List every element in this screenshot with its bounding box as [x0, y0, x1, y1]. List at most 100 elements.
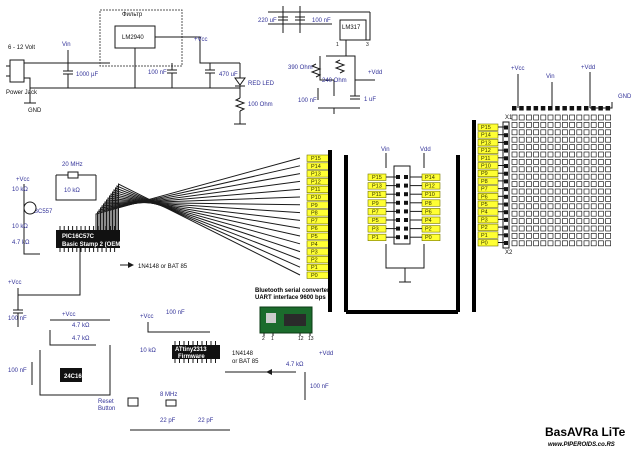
mcu-chip-line1: PIC16C57C [62, 234, 95, 240]
bus-pin-label: P6 [311, 226, 318, 232]
power-jack [9, 59, 25, 83]
matrix-pin-label: P11 [481, 156, 490, 162]
matrix-pin-label: P0 [481, 241, 488, 247]
bus-pin-label: P0 [311, 273, 318, 279]
avr-c-top-label: 100 nF [166, 310, 185, 316]
r3-label: 4.7 kΩ [12, 240, 30, 246]
conn-right-pin-label: P6 [425, 209, 432, 215]
matrix-pin-label: P15 [481, 125, 491, 131]
eeprom-vcc-label: +Vcc [62, 312, 76, 318]
input-voltage-label: 6 - 12 Volt [8, 45, 35, 51]
r-adj1-label: 390 Ohm [288, 65, 313, 71]
bus-pin-label: P11 [311, 187, 320, 193]
filter-frame [99, 9, 183, 67]
bt-main-chip [284, 314, 306, 326]
matrix-pin-label: P1 [481, 233, 488, 239]
avr-vcc-label: +Vcc [140, 314, 154, 320]
crystal-20mhz [67, 171, 79, 179]
avr-cx1-label: 22 pF [160, 418, 176, 424]
conn-vin-label: Vin [381, 147, 390, 153]
conn-right-pin-label: P12 [425, 184, 435, 190]
matrix-vin-label: Vin [546, 74, 555, 80]
c3-label: 470 uF [219, 72, 238, 78]
c2-label: 100 nF [148, 70, 167, 76]
eeprom-24c16-chip [60, 368, 82, 382]
vcc-out-label: +Vcc [194, 37, 208, 43]
bt-pin-label: 12 [298, 336, 304, 342]
eeprom-chip-label: 24C16 [64, 374, 82, 380]
bus-pin-label: P9 [311, 203, 318, 209]
conn-right-pin-label: P2 [425, 227, 432, 233]
bus-pin-label: P4 [311, 242, 318, 248]
lm317-label: LM317 [342, 25, 361, 31]
eeprom-section: +Vcc 4.7 kΩ 4.7 kΩ 24C16 100 nF [8, 312, 111, 396]
bt-antenna-chip [266, 313, 276, 323]
crystal-20mhz-label: 20 MHz [62, 162, 83, 168]
led-resistor [234, 97, 246, 112]
diode1-label: 1N4148 or BAT 85 [138, 264, 188, 270]
center-connector: Vin Vdd P15P13P11P9P7P5P3P1P14P12P10P8P6… [367, 147, 441, 283]
bus-pin-label: P5 [311, 234, 318, 240]
avr-chip-line1: ATtiny2313 [175, 347, 207, 353]
diode2-label-1: 1N4148 [232, 351, 254, 357]
matrix-pin-label: P12 [481, 148, 491, 154]
bt-pin-label: 13 [308, 336, 314, 342]
pic16c57c-chip [56, 230, 120, 248]
avr-crystal-label: 8 MHz [160, 392, 177, 398]
conn-left-pin-label: P7 [372, 209, 379, 215]
matrix-pin-label: P7 [481, 187, 488, 193]
avr-r-label: 10 kΩ [140, 348, 156, 354]
c6-label: 100 nF [298, 98, 317, 104]
diode2-label-2: or BAT 85 [232, 359, 259, 365]
proto-matrix: +Vcc Vin +Vdd GND X1 X2 P15P14P13P12P11P… [477, 65, 632, 256]
conn-right-pin-label: P14 [425, 175, 435, 181]
conn-left-pin-label: P1 [372, 235, 379, 241]
brand-block: BasAVRa LiTe www.PIPEROIDS.co.RS [545, 425, 626, 448]
power-jack-label: Power Jack [6, 90, 38, 96]
r1-label: 10 kΩ [12, 187, 28, 193]
matrix-pin-label: P14 [481, 133, 491, 139]
bt-pin-label: 1 [271, 336, 274, 342]
brand-url: www.PIPEROIDS.co.RS [548, 442, 615, 448]
led-resistor-label: 100 Ohm [248, 102, 273, 108]
matrix-pin-label: P8 [481, 179, 488, 185]
matrix-pin-label: P5 [481, 202, 488, 208]
lm2940-label: LM2940 [122, 35, 144, 41]
matrix-pin-label: P2 [481, 225, 488, 231]
crystal-8mhz [165, 399, 177, 407]
mcu-chip-line2: Basic Stamp 2 (OEM) [62, 242, 122, 248]
eeprom-r2-label: 4.7 kΩ [72, 336, 90, 342]
filter-label: Фильтр [122, 12, 143, 18]
eeprom-r1-label: 4.7 kΩ [72, 323, 90, 329]
matrix-vcc-label: +Vcc [511, 66, 525, 72]
conn-right-pin-label: P0 [425, 235, 432, 241]
matrix-gnd-label: GND [618, 94, 632, 100]
reset-label-2: Button [98, 406, 115, 412]
conn-right-pin-label: P10 [425, 192, 435, 198]
bus-pin-label: P10 [311, 195, 321, 201]
bt-title-line1: Bluetooth serial converter [255, 288, 330, 294]
conn-left-pin-label: P11 [372, 192, 381, 198]
vcc-label-1: +Vcc [16, 177, 30, 183]
r-adj2-label: 240 Ohm [322, 78, 347, 84]
diode2-symbol [266, 369, 272, 375]
vin-label: Vin [62, 42, 71, 48]
avr-rrx-label: 4.7 kΩ [286, 362, 304, 368]
lm317-regulator [339, 19, 367, 41]
matrix-pin-label: P10 [481, 164, 491, 170]
matrix-pin-label: P13 [481, 140, 491, 146]
bt-title-line2: UART interface 9600 bps [255, 295, 326, 301]
brand-name: BasAVRa LiTe [545, 425, 626, 439]
bus-pin-label: P15 [311, 156, 321, 162]
avr-cx2-label: 22 pF [198, 418, 214, 424]
avr-cvdd-label: 100 nF [310, 384, 329, 390]
conn-vdd-label: Vdd [420, 147, 431, 153]
bluetooth-section: Bluetooth serial converter UART interfac… [255, 288, 330, 342]
bus-pin-label: P14 [311, 164, 321, 170]
vcc-label-2: +Vcc [8, 280, 22, 286]
bus-pin-label: P13 [311, 172, 321, 178]
r2-label: 10 kΩ [12, 224, 28, 230]
bus-pin-label: P12 [311, 179, 321, 185]
avr-vdd-label: +Vdd [319, 351, 333, 357]
